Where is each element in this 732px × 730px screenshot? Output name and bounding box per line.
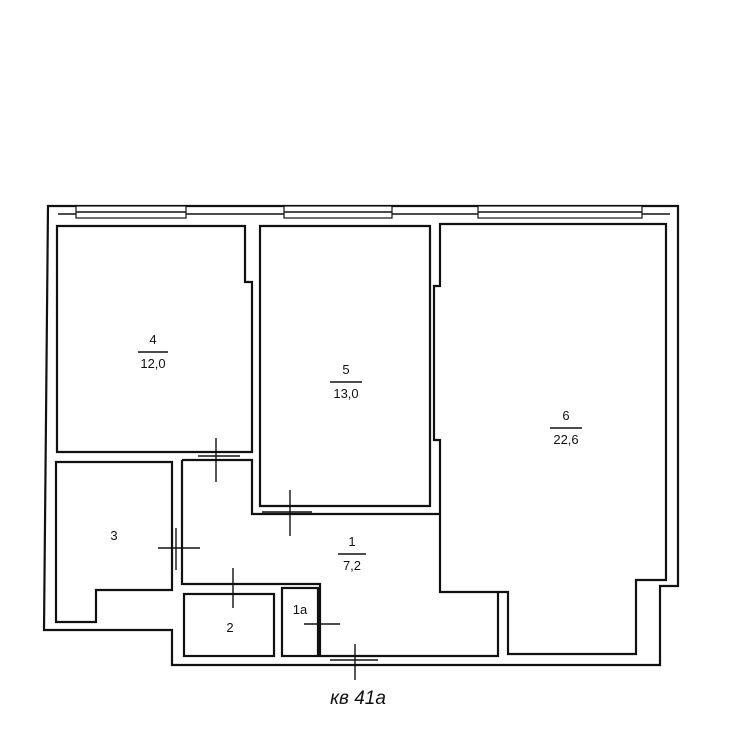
room-1-number: 1 bbox=[348, 534, 355, 549]
room-6-outline bbox=[432, 222, 668, 656]
room-4-area: 12,0 bbox=[140, 356, 165, 371]
room-1a-number: 1а bbox=[293, 602, 308, 617]
outer-walls bbox=[42, 204, 680, 667]
room-4-outline bbox=[55, 224, 254, 454]
room-5-outline bbox=[258, 224, 432, 508]
doors bbox=[158, 438, 378, 680]
room-1-area: 7,2 bbox=[343, 558, 361, 573]
room-5-area: 13,0 bbox=[333, 386, 358, 401]
room-5-number: 5 bbox=[342, 362, 349, 377]
room-4-number: 4 bbox=[149, 332, 156, 347]
room-3-outline bbox=[54, 460, 174, 624]
apartment-caption: кв 41а bbox=[330, 688, 386, 709]
room-1a-outline bbox=[280, 586, 320, 658]
room-3-number: 3 bbox=[110, 528, 117, 543]
room-1-room-6-boundary bbox=[439, 520, 500, 593]
windows bbox=[75, 205, 643, 219]
room-4-label: 4 12,0 bbox=[138, 332, 168, 371]
room-2-number: 2 bbox=[226, 620, 233, 635]
room-6-number: 6 bbox=[562, 408, 569, 423]
room-1-label: 1 7,2 bbox=[338, 534, 366, 573]
room-6-label: 6 22,6 bbox=[550, 408, 582, 447]
room-5-label: 5 13,0 bbox=[330, 362, 362, 401]
room-2-outline bbox=[182, 592, 276, 658]
room-6-area: 22,6 bbox=[553, 432, 578, 447]
